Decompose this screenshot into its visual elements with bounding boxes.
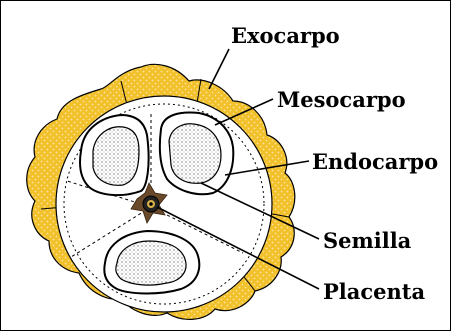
seed-bottom: [116, 241, 186, 285]
leader-exocarpo: [209, 49, 229, 89]
label-endocarpo: Endocarpo: [312, 151, 438, 172]
label-exocarpo: Exocarpo: [231, 25, 340, 46]
label-mesocarpo: Mesocarpo: [277, 89, 406, 110]
label-placenta: Placenta: [323, 281, 425, 302]
seed-top-left: [93, 127, 139, 186]
label-semilla: Semilla: [323, 230, 411, 251]
seed-top-right: [169, 124, 221, 184]
